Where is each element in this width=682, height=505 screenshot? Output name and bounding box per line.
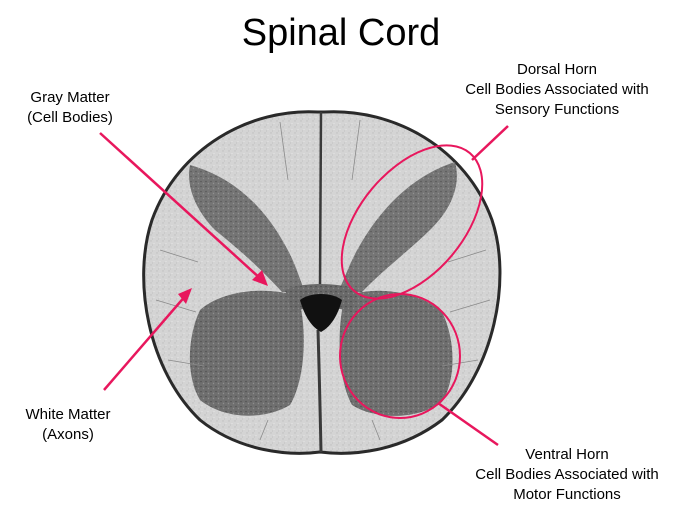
ventral-horn-label: Ventral Horn Cell Bodies Associated with…: [452, 445, 682, 505]
dorsal-horn-label: Dorsal Horn Cell Bodies Associated with …: [432, 60, 682, 120]
gray-matter-arrowhead: [252, 270, 268, 286]
white-matter-leader: [103, 293, 188, 391]
left-ventral-horn: [189, 290, 304, 416]
white-matter-label: White Matter (Axons): [10, 405, 126, 445]
leader-lines: [99, 125, 509, 447]
ventral-horn-leader: [437, 401, 499, 447]
white-matter-arrowhead: [178, 288, 192, 304]
anterior-median-fissure: [316, 329, 323, 453]
ventral-horn-label-line2: Cell Bodies Associated with: [475, 466, 659, 483]
gray-matter-label: Gray Matter (Cell Bodies): [12, 88, 128, 128]
dorsal-horn-label-line2: Cell Bodies Associated with: [465, 81, 649, 98]
gray-matter-label-line1: Gray Matter: [30, 89, 110, 106]
right-dorsal-horn: [338, 162, 457, 292]
posterior-median-sulcus: [318, 111, 323, 291]
ventral-horn-highlight: [339, 293, 461, 419]
ventral-horn-label-line1: Ventral Horn: [525, 446, 609, 463]
right-ventral-horn: [339, 290, 453, 416]
dorsal-horn-label-line3: Sensory Functions: [494, 101, 620, 118]
dorsal-horn-highlight: [340, 144, 484, 300]
dorsal-horn-label-line1: Dorsal Horn: [516, 61, 598, 78]
gray-matter-label-line2: (Cell Bodies): [27, 109, 113, 126]
white-matter-label-line2: (Axons): [42, 426, 94, 443]
cord-cross-section: [142, 110, 502, 455]
central-canal: [300, 294, 342, 332]
gray-matter-leader: [99, 132, 263, 281]
white-matter-label-line1: White Matter: [25, 406, 111, 423]
left-dorsal-horn: [189, 165, 305, 292]
diagram-title: Spinal Cord: [241, 12, 441, 54]
ventral-horn-label-line3: Motor Functions: [513, 486, 621, 503]
dorsal-horn-leader: [471, 125, 509, 161]
